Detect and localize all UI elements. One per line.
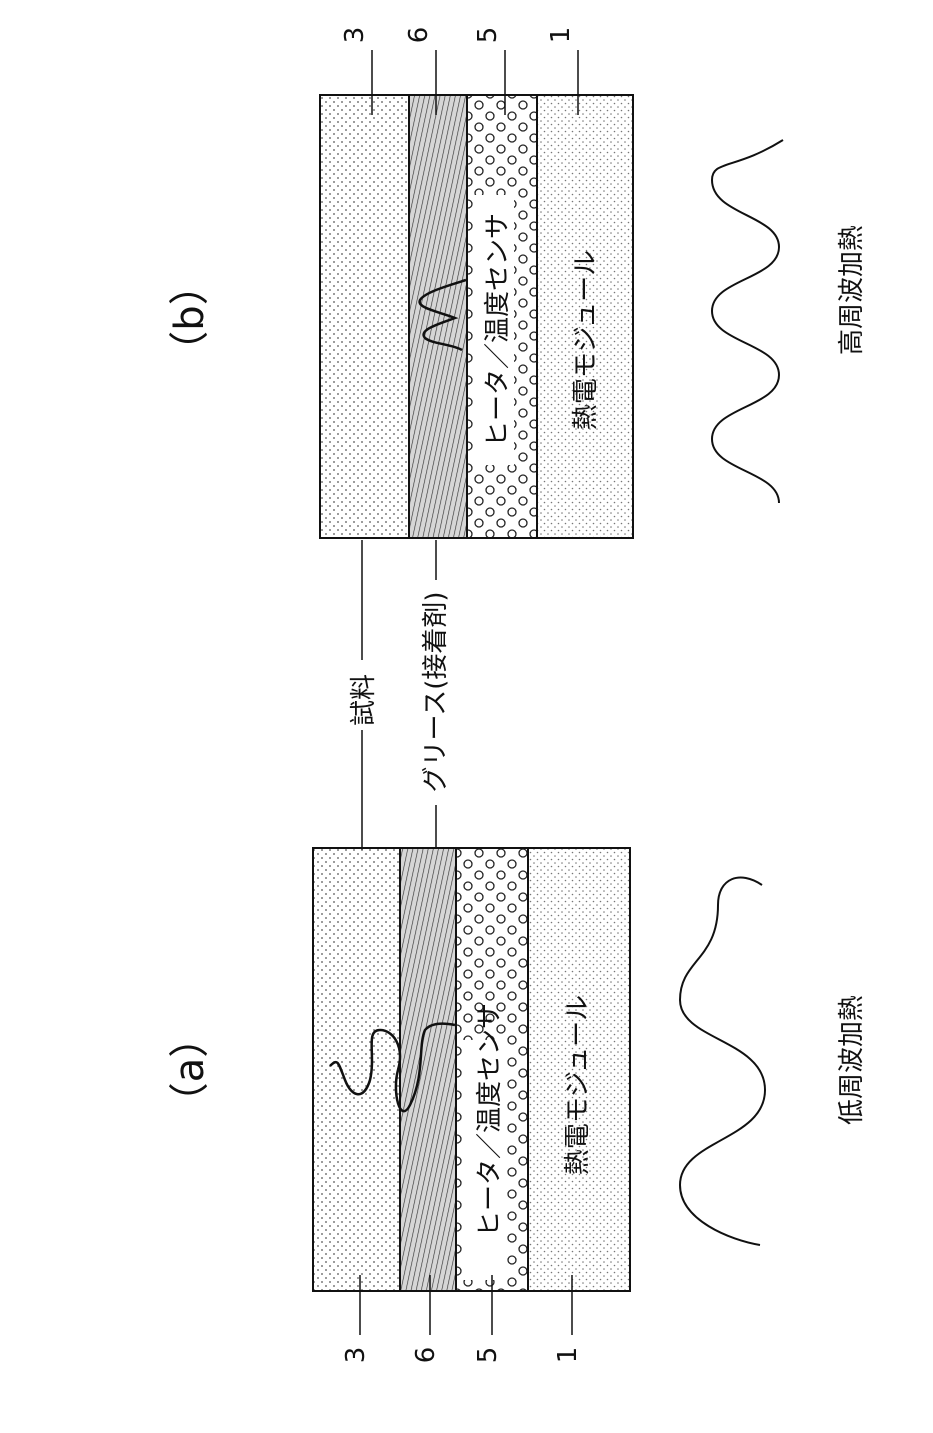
- ref-5-a: 5: [473, 1347, 503, 1364]
- heating-wave-b: [712, 140, 783, 503]
- ref-6-b: 6: [404, 27, 434, 44]
- grease-callout: グリース(接着剤): [421, 592, 451, 793]
- ref-1-a: 1: [553, 1347, 583, 1364]
- ref-3-a: 3: [341, 1347, 371, 1364]
- sample-layer-b: [320, 95, 409, 538]
- sample-layer-a: [313, 848, 400, 1291]
- ref-6-a: 6: [411, 1347, 441, 1364]
- heating-wave-a: [680, 878, 765, 1245]
- ref-5-b: 5: [473, 27, 503, 44]
- heater-label-a: ヒータ／温度センサ: [475, 1003, 505, 1237]
- module-label-a: 熱電モジュール: [563, 995, 593, 1175]
- heating-label-b: 高周波加熱: [837, 225, 867, 355]
- ref-1-b: 1: [546, 27, 576, 44]
- panel-label-b: （b）: [167, 265, 213, 370]
- heating-label-a: 低周波加熱: [837, 995, 867, 1125]
- heater-label-b: ヒータ／温度センサ: [483, 213, 513, 447]
- grease-layer-a: [400, 848, 456, 1291]
- panel-a: ヒータ／温度センサ 熱電モジュール 3 6 5 1 （a） 低周波加熱: [167, 848, 867, 1363]
- panel-label-a: （a）: [167, 1018, 213, 1123]
- grease-layer-b: [409, 95, 467, 538]
- panel-b: ヒータ／温度センサ 熱電モジュール 3 6 5 1 （b） 高周波加熱: [167, 27, 867, 538]
- module-label-b: 熱電モジュール: [571, 250, 601, 430]
- ref-3-b: 3: [340, 27, 370, 44]
- shared-callouts: 試料 グリース(接着剤): [349, 540, 451, 850]
- sample-callout: 試料: [349, 674, 379, 726]
